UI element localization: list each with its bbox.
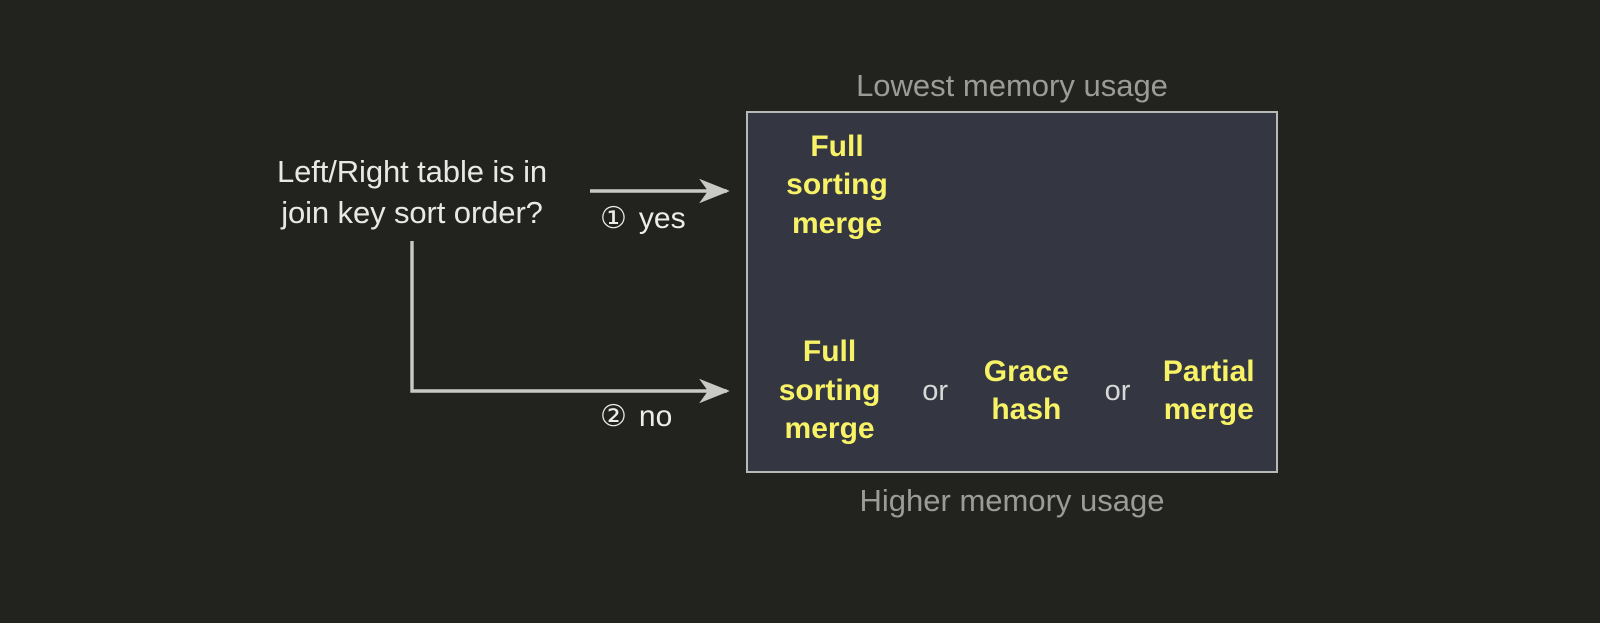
branch-label-yes: ① yes xyxy=(600,204,686,234)
caption-lowest-memory-usage: Lowest memory usage xyxy=(856,68,1168,103)
branch-label-no: ② no xyxy=(600,402,672,432)
branch-marker-2: ② xyxy=(600,400,627,433)
outcome-row-no: Full sorting merge or Grace hash or Part… xyxy=(748,326,1276,456)
option-partial-merge: Partial merge xyxy=(1162,354,1255,426)
option-separator-1: or xyxy=(922,374,949,407)
caption-higher-memory-usage: Higher memory usage xyxy=(859,483,1165,518)
arrow-no xyxy=(410,241,730,404)
option-separator-2: or xyxy=(1104,374,1131,407)
outcome-row-yes: Full sorting merge xyxy=(746,128,931,243)
branch-marker-1: ① xyxy=(600,202,627,235)
option-full-sorting-merge-no: Full sorting merge xyxy=(778,335,881,446)
branch-text-1: yes xyxy=(638,202,686,235)
option-grace-hash: Grace hash xyxy=(983,354,1069,426)
option-full-sorting-merge-yes: Full sorting merge xyxy=(786,130,888,240)
outcome-box xyxy=(746,111,1278,473)
branch-text-2: no xyxy=(638,400,673,433)
decision-question-text: Left/Right table is in join key sort ord… xyxy=(276,154,548,230)
